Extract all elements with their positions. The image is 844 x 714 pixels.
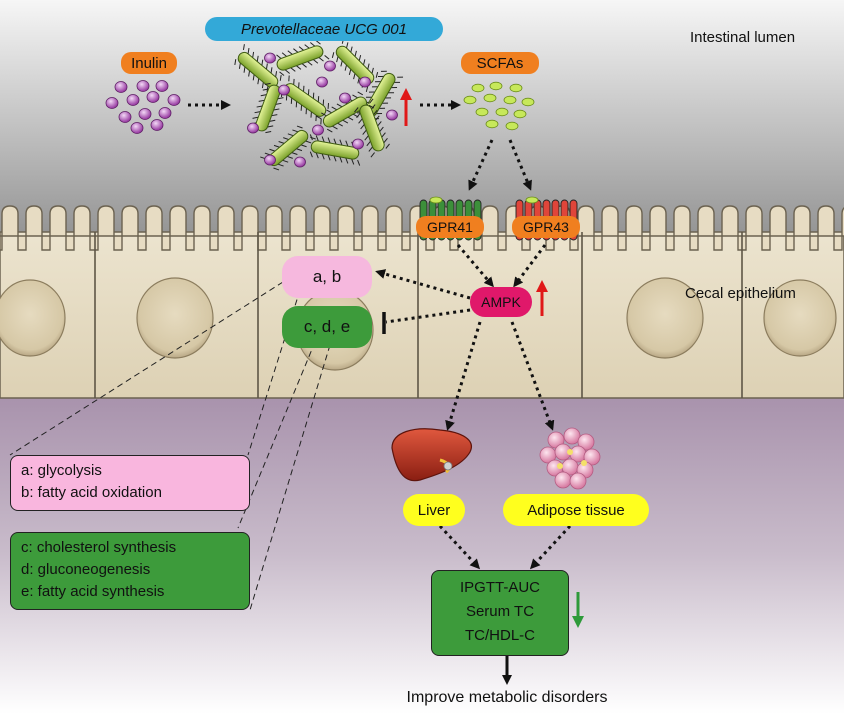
ab-pathway-label: a, b — [282, 256, 372, 298]
legend-gluconeogenesis: d: gluconeogenesis — [21, 561, 151, 578]
bacteria-icon — [234, 38, 404, 171]
outcome-ipgtt-auc: IPGTT-AUC — [459, 579, 540, 596]
adipose-to-outcomes-arrow — [529, 524, 572, 570]
bacteria-label: Prevotellaceae UCG 001 — [205, 17, 443, 41]
nucleus-icon — [763, 279, 837, 357]
ampk-to-ab-arrow — [375, 269, 471, 300]
nucleus-icon — [0, 279, 66, 357]
ampk-label: AMPK — [470, 287, 532, 317]
nucleus-icon — [626, 277, 704, 359]
nucleus-icon — [136, 277, 214, 359]
signaling-arrows — [375, 244, 572, 570]
inulin-molecule-icon — [105, 80, 181, 134]
ampk-to-liver-arrow — [445, 321, 482, 431]
leader-lines — [9, 281, 331, 611]
outcome-serum-tc: Serum TC — [465, 603, 535, 620]
lumen-label: Intestinal lumen — [690, 29, 796, 46]
lumen-arrows — [188, 100, 532, 191]
legend-fatty-acid-oxidation: b: fatty acid oxidation — [21, 484, 162, 501]
scfa-molecule-icon — [463, 81, 535, 131]
outcome-tc-hdl: TC/HDL-C — [465, 627, 535, 644]
gpr41-label: GPR41 — [416, 216, 484, 238]
legend-cholesterol-synthesis: c: cholesterol synthesis — [21, 539, 177, 556]
scfa-to-gpr41-arrow — [468, 139, 494, 191]
liver-to-outcomes-arrow — [438, 524, 481, 570]
gpr41-to-ampk-arrow — [456, 244, 494, 288]
adipose-tissue-icon — [539, 427, 601, 490]
legend-fatty-acid-synthesis: e: fatty acid synthesis — [21, 583, 165, 600]
legend-ab-box: a: glycolysis b: fatty acid oxidation — [10, 455, 250, 511]
cde-pathway-label: c, d, e — [282, 306, 372, 348]
adipose-label: Adipose tissue — [503, 494, 649, 526]
legend-cde-box: c: cholesterol synthesis d: gluconeogene… — [10, 532, 250, 610]
ampk-to-adipose-arrow — [510, 321, 555, 431]
cell-boundaries — [94, 232, 743, 398]
scfa-label: SCFAs — [461, 52, 539, 74]
gpr43-to-ampk-arrow — [513, 244, 547, 288]
ampk-to-cde-line — [385, 308, 471, 324]
legend-glycolysis: a: glycolysis — [21, 462, 102, 479]
gpr43-label: GPR43 — [512, 216, 580, 238]
conclusion-label: Improve metabolic disorders — [406, 689, 608, 706]
inulin-label: Inulin — [121, 52, 177, 74]
liver-icon — [391, 428, 472, 482]
scfa-to-gpr43-arrow — [508, 139, 532, 191]
outcomes-box: IPGTT-AUC Serum TC TC/HDL-C — [431, 570, 569, 656]
liver-label: Liver — [403, 494, 465, 526]
epithelium-label: Cecal epithelium — [685, 285, 796, 302]
